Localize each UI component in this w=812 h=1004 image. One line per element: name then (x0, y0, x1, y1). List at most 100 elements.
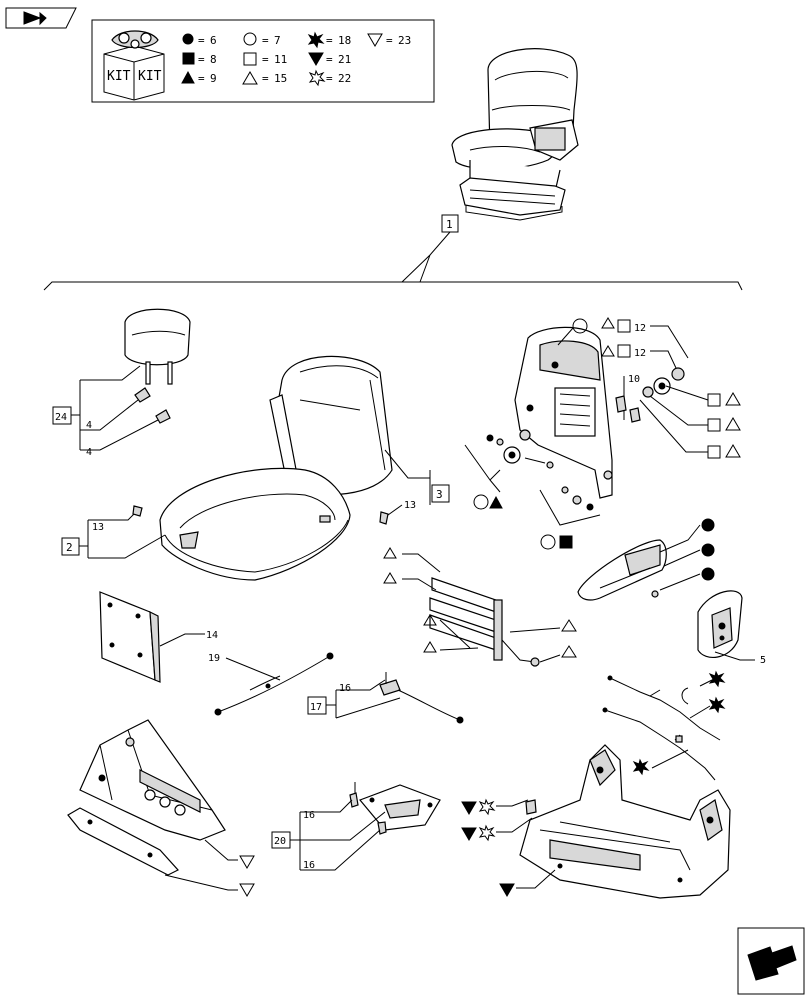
filled-circle-icon (701, 543, 715, 557)
legend-value: 23 (398, 34, 411, 47)
callout-13a: 13 (92, 522, 104, 533)
legend-value: 6 (210, 34, 217, 47)
hollow-circle-icon (540, 534, 556, 550)
hollow-up-triangle-icon (561, 619, 577, 632)
svg-text:=: = (262, 72, 269, 85)
clip-ring (681, 687, 689, 705)
filled-down-triangle-icon (461, 801, 477, 815)
lumbar-support (429, 577, 540, 667)
headrest (124, 308, 191, 424)
filled-star-icon (708, 696, 726, 714)
hollow-down-triangle-icon (239, 883, 255, 897)
callout-3: 3 (436, 488, 443, 501)
svg-text:=: = (326, 34, 333, 47)
filled-down-triangle-icon (308, 52, 324, 66)
filled-down-triangle-icon (499, 883, 515, 897)
filled-square-icon (559, 535, 573, 549)
hollow-up-triangle-icon (423, 641, 437, 653)
callout-box-3[interactable] (431, 484, 450, 503)
svg-text:=: = (198, 34, 205, 47)
armrest (577, 539, 667, 601)
legend-value: 21 (338, 53, 351, 66)
hollow-up-triangle-icon (383, 572, 397, 584)
callout-20: 20 (274, 836, 286, 847)
hollow-up-triangle-icon (725, 444, 741, 458)
svg-text:=: = (386, 34, 393, 47)
callout-10: 10 (628, 374, 640, 385)
backrest-frame (514, 326, 613, 499)
assembly-bracket-line (43, 281, 743, 291)
filled-up-triangle-icon (489, 495, 503, 509)
hollow-down-triangle-icon (239, 855, 255, 869)
kit-icon: KIT KIT (103, 30, 165, 101)
hollow-down-triangle-icon (367, 33, 383, 47)
hinge-bolt-set (486, 434, 594, 511)
svg-text:=: = (198, 72, 205, 85)
hollow-square-icon (707, 445, 721, 459)
hollow-star-icon (478, 824, 496, 842)
legend-value: 15 (274, 72, 287, 85)
legend-value: 8 (210, 53, 217, 66)
legend-value: 22 (338, 72, 351, 85)
hollow-circle-icon (243, 32, 257, 46)
svg-text:=: = (262, 34, 269, 47)
hollow-up-triangle-icon (383, 547, 397, 559)
hollow-up-triangle-icon (601, 317, 615, 329)
hollow-up-triangle-icon (242, 71, 258, 85)
callout-16a: 16 (339, 683, 351, 694)
wiring-harness-right (602, 675, 721, 781)
hollow-square-icon (243, 52, 257, 66)
hollow-square-icon (707, 393, 721, 407)
svg-text:=: = (326, 72, 333, 85)
hollow-square-icon (707, 418, 721, 432)
hollow-circle-icon (572, 318, 588, 334)
callout-17: 17 (310, 702, 322, 713)
kit-label-right: KIT (138, 69, 162, 84)
filled-circle-icon (182, 33, 194, 45)
hollow-up-triangle-icon (423, 614, 437, 626)
hollow-star-icon (308, 69, 326, 87)
hollow-square-icon (617, 319, 631, 333)
filled-star-icon (708, 670, 726, 688)
callout-24: 24 (55, 412, 67, 423)
filled-square-icon (182, 52, 195, 65)
callout-16c: 16 (303, 860, 315, 871)
filled-star-icon (307, 31, 325, 49)
callout-13b: 13 (404, 500, 416, 511)
switch-module (379, 672, 464, 724)
callout-12b: 12 (634, 348, 646, 359)
base-plate (67, 807, 179, 876)
legend-value: 7 (274, 34, 281, 47)
hollow-up-triangle-icon (561, 645, 577, 658)
hollow-up-triangle-icon (725, 417, 741, 431)
legend-value: 9 (210, 72, 217, 85)
arrow-next-page-icon[interactable] (737, 927, 805, 995)
hollow-circle-icon (473, 494, 489, 510)
seat-frame (519, 744, 731, 899)
callout-14: 14 (206, 630, 218, 641)
legend-value: 18 (338, 34, 351, 47)
callout-4b: 4 (86, 447, 92, 458)
callout-2: 2 (66, 541, 73, 554)
seat-cushion (159, 467, 351, 581)
filled-circle-icon (701, 567, 715, 581)
wiring-harness-19 (214, 652, 334, 716)
callout-5: 5 (760, 655, 766, 666)
side-pad (99, 591, 161, 683)
filled-circle-icon (701, 518, 715, 532)
hollow-up-triangle-icon (725, 392, 741, 406)
suspension-base (79, 719, 226, 841)
callout-12a: 12 (634, 323, 646, 334)
kit-legend: KIT KIT = 6 = 7 = 18 = 23 = 8 = 11 = 21 … (91, 19, 435, 103)
filled-up-triangle-icon (181, 70, 195, 84)
callout-4a: 4 (86, 420, 92, 431)
hollow-up-triangle-icon (601, 345, 615, 357)
filled-star-icon (632, 758, 650, 776)
kit-label-left: KIT (107, 69, 131, 84)
book-arrow-left-icon[interactable] (5, 7, 77, 29)
valve-bracket (349, 782, 441, 835)
hollow-square-icon (617, 344, 631, 358)
callout-1: 1 (446, 218, 453, 231)
